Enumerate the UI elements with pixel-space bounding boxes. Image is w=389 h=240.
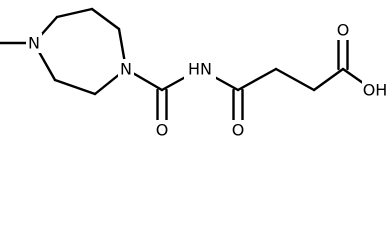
ring-bond-c6-c7 bbox=[53, 78, 97, 96]
atom-layer: N N HN O O O OH bbox=[26, 20, 388, 140]
atom-label-o-acid: O bbox=[337, 21, 350, 40]
atom-label-n-methyl: N bbox=[28, 34, 40, 53]
atom-o-amide: O bbox=[230, 120, 246, 140]
chain-bond-1 bbox=[236, 67, 278, 92]
atom-o-urea: O bbox=[154, 120, 170, 140]
atom-oh: OH bbox=[362, 80, 388, 100]
atom-o-acid: O bbox=[335, 20, 351, 40]
ring-bond-c3-c4 bbox=[90, 7, 121, 31]
chain-bond-2 bbox=[274, 67, 316, 92]
atom-label-nh: HN bbox=[188, 60, 212, 79]
atom-n-carbonyl: N bbox=[118, 59, 134, 79]
atom-label-oh: OH bbox=[363, 81, 388, 100]
atom-label-o-urea: O bbox=[156, 121, 169, 140]
ring-bond-c2-c3 bbox=[55, 7, 94, 19]
atom-n-methyl: N bbox=[26, 33, 42, 53]
atom-nh: HN bbox=[184, 59, 216, 79]
atom-label-o-amide: O bbox=[232, 121, 245, 140]
molecular-structure: N N HN O O O OH bbox=[0, 7, 388, 140]
chain-bond-3 bbox=[312, 67, 345, 92]
atom-label-n-carbonyl: N bbox=[120, 60, 132, 79]
